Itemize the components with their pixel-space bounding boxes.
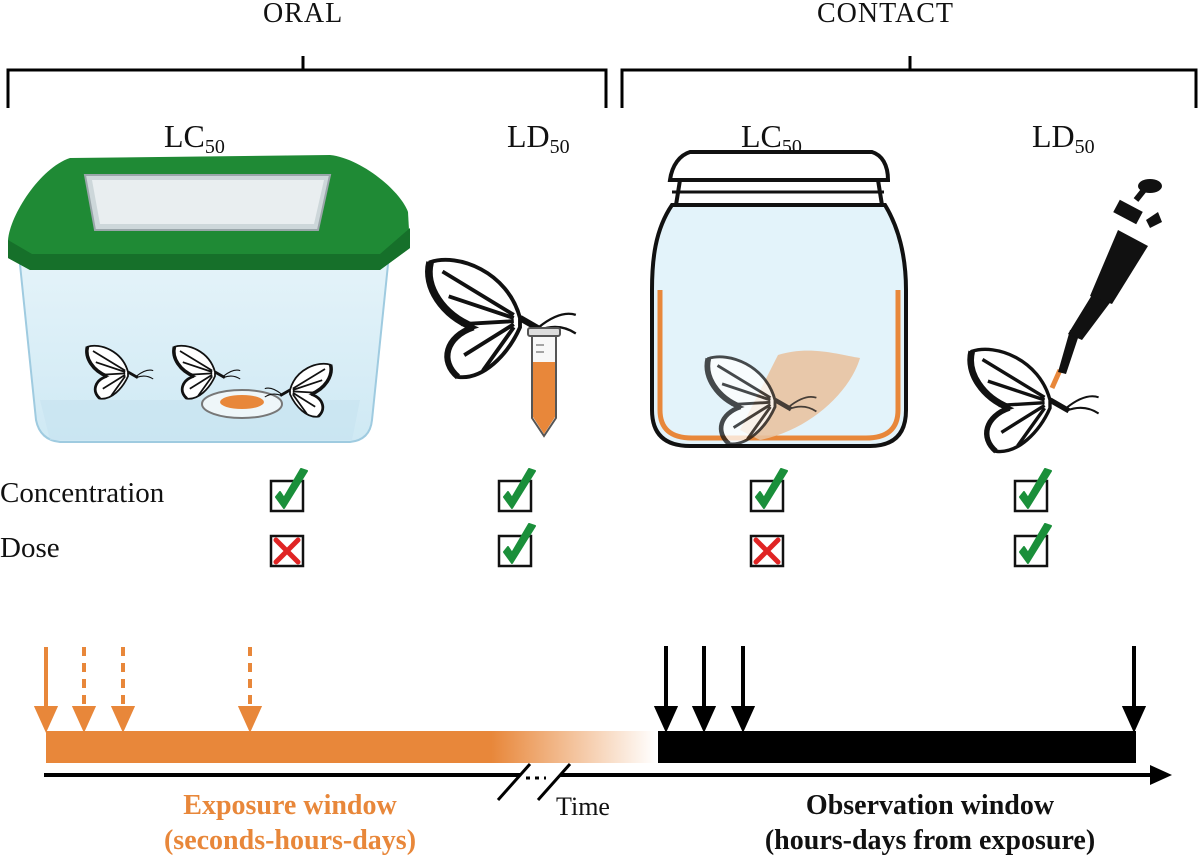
timeline xyxy=(33,646,1172,801)
pipette-icon xyxy=(1049,179,1162,390)
contact-bracket xyxy=(620,56,1198,108)
row-label-concentration: Concentration xyxy=(0,477,165,509)
ld50-contact-label: LD50 xyxy=(1032,118,1095,158)
check-mark-icon xyxy=(497,468,536,513)
exposure-window-title: Exposure window xyxy=(183,790,397,821)
observation-window-subtitle: (hours-days from exposure) xyxy=(764,825,1096,856)
cross-mark-icon xyxy=(749,534,785,568)
ld50-oral-label: LD50 xyxy=(507,118,570,158)
check-mark-icon xyxy=(749,468,788,513)
test-tube-icon xyxy=(527,327,561,438)
observation-window-title: Observation window xyxy=(805,790,1055,821)
lc50-oral-label: LC50 xyxy=(164,118,225,158)
time-axis-label: Time xyxy=(556,792,610,821)
exposure-window-subtitle: (seconds-hours-days) xyxy=(163,825,417,856)
exposure-arrows xyxy=(33,647,263,733)
check-mark-icon xyxy=(1013,523,1052,568)
exposure-bar xyxy=(46,731,656,763)
monarch-butterfly-icon xyxy=(971,349,1099,451)
jar-container xyxy=(650,150,908,448)
observation-arrows xyxy=(653,646,1147,733)
terrarium-container xyxy=(8,155,410,443)
terrarium-lid xyxy=(8,155,410,270)
check-mark-icon xyxy=(1013,468,1052,513)
lc50-contact-label: LC50 xyxy=(741,118,802,158)
time-axis xyxy=(44,763,1172,801)
oral-bracket xyxy=(6,56,608,108)
check-grid xyxy=(269,468,1052,568)
check-mark-icon xyxy=(497,523,536,568)
dish-icon xyxy=(201,389,283,419)
oral-group-label: ORAL xyxy=(263,0,344,29)
observation-bar xyxy=(658,731,1136,763)
contact-group-label: CONTACT xyxy=(817,0,954,29)
check-mark-icon xyxy=(269,468,308,513)
row-label-dose: Dose xyxy=(0,532,60,564)
cross-mark-icon xyxy=(269,534,305,568)
